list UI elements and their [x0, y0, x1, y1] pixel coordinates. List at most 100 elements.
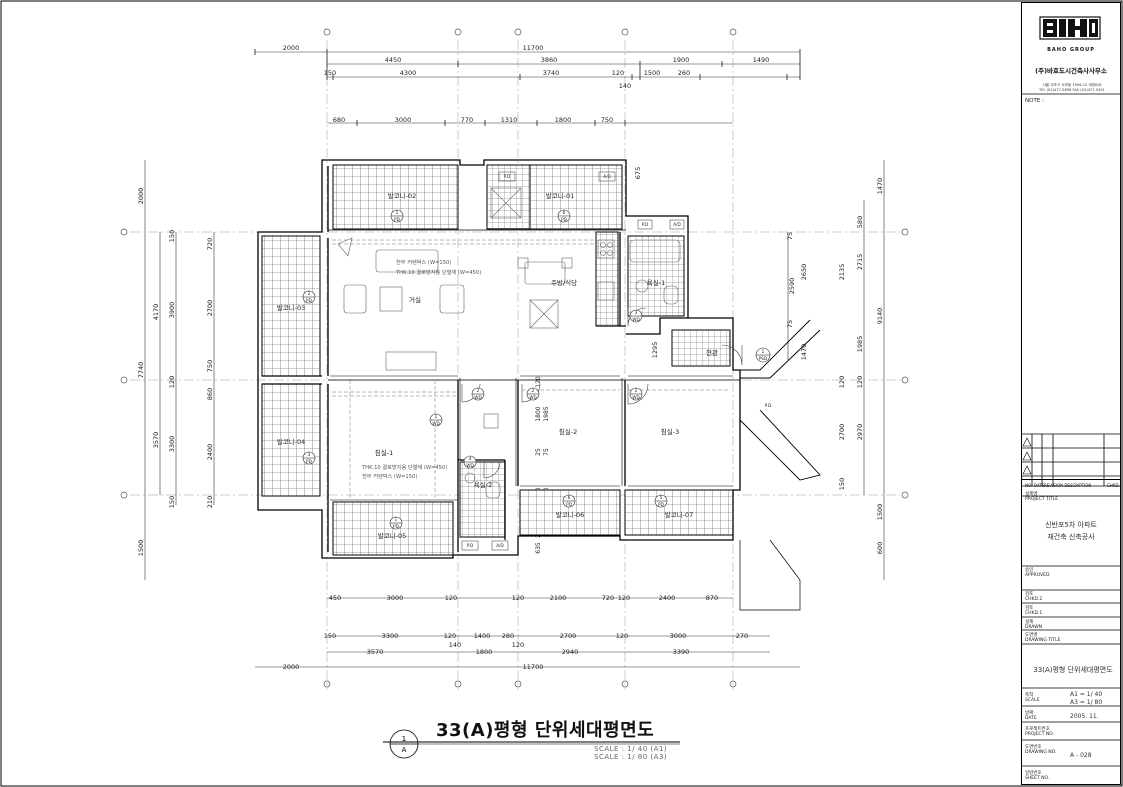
project-label-en: PROJECT TITLE [1025, 497, 1059, 502]
balcony-03-area [261, 235, 321, 377]
scale-label-kr: 축척 [1025, 693, 1034, 698]
room-balcony-07: 발코니-07 [665, 510, 694, 519]
dining-chair [561, 257, 573, 269]
dim-top-row2: 1900 [673, 56, 690, 64]
tag-code: WD [529, 395, 536, 400]
projno-label-en: PROJECT NO. [1025, 732, 1055, 737]
dim-right-mid: 2715 [856, 254, 864, 271]
dim-bottom-row2: 3300 [382, 632, 399, 640]
sink [635, 279, 649, 293]
dim-right-inner: 1470 [800, 344, 808, 361]
balcony-07-area [624, 489, 734, 536]
dim-bottom-row2-sub: 120 [512, 641, 524, 649]
dim-top-row3: 150 [324, 69, 336, 77]
dim-bottom-ext: 2000 [283, 663, 300, 671]
dim-left-inner1: 120 [168, 376, 176, 388]
tag-number: 2 [477, 388, 480, 393]
dim-left-inner1: 3900 [168, 302, 176, 319]
dim-top-row4: 680 [333, 116, 345, 124]
wd-tag-bed-3 [629, 387, 643, 401]
tag-code: PSD [759, 356, 767, 361]
balconies [261, 164, 734, 556]
room-balcony-01: 발코니-01 [546, 191, 575, 200]
pd-tag-balcony-04 [302, 451, 316, 465]
dim-left-inner1: 150 [168, 496, 176, 508]
room-bed-3: 침실-3 [661, 427, 679, 436]
drawn-label-en: DRAWN [1025, 625, 1043, 630]
note-insulation-2: THK.10 결로방지용 단열재 (W=450) [361, 463, 447, 471]
dim-left-inner1: 150 [168, 230, 176, 242]
wd-tag-hall [471, 387, 485, 401]
tag-pd-small: P.D [642, 222, 648, 227]
dining-chair [517, 257, 529, 269]
date-value: 2005. 11. [1070, 713, 1099, 720]
dim-right-small: 1295 [651, 342, 659, 359]
right-dimensions [787, 160, 885, 580]
room-entrance: 현관 [706, 348, 718, 357]
dim-left-outer: 1500 [137, 540, 145, 557]
top-dimension-labels: 2000 11700 4450 3860 1900 1490 150 4300 … [283, 44, 770, 124]
note-curtain-box-1: 천부 커텐박스 (W=150) [396, 258, 451, 266]
dim-left-mid: 4170 [152, 304, 160, 321]
view-marker-text: 1 A [402, 735, 407, 754]
dim-left-inner2: 2400 [206, 444, 214, 461]
wd-tag-bed-1 [429, 413, 443, 427]
project-name-1: 신반포5차 아파트 [1045, 521, 1097, 529]
dim-left-mid: 3570 [152, 432, 160, 449]
dim-bottom-row1: 120 [445, 594, 457, 602]
pd-tag-balcony-03 [302, 290, 316, 304]
dim-left-inner2: 210 [206, 496, 214, 508]
dim-right-small: 2590 [788, 278, 796, 295]
dim-right-small: 75 [786, 232, 794, 240]
chkd2-label-en: CHKD.2 [1025, 597, 1043, 602]
dim-bottom-row1: 2400 [659, 594, 676, 602]
projno-label-kr: 프로젝트번호 [1025, 727, 1050, 732]
dim-top-overall: 11700 [523, 44, 544, 52]
sheet-label-en: SHEET NO. [1025, 776, 1050, 781]
dim-bottom-row2: 3000 [670, 632, 687, 640]
logo-text: BAHO GROUP [1047, 47, 1095, 53]
dim-right-inner: 2700 [838, 424, 846, 441]
tag-number: 1 [435, 414, 438, 419]
tag-code: PD [561, 217, 567, 222]
dim-top-row3: 3740 [543, 69, 560, 77]
dim-left-outer: 7740 [137, 362, 145, 379]
room-labels: 발코니-02 발코니-01 발코니-03 발코니-04 발코니-05 발코니-0… [277, 191, 718, 540]
room-balcony-06: 발코니-06 [556, 510, 585, 519]
tag-number: 1 [396, 210, 399, 215]
dim-left-inner2: 750 [206, 360, 214, 372]
coffee-table [379, 286, 403, 312]
dim-right-mid: 1985 [856, 336, 864, 353]
sofa-right [439, 284, 465, 314]
room-bed-1: 침실-1 [375, 448, 393, 457]
dim-bottom-row3: 1800 [476, 648, 493, 656]
firm-address-1: 서울 서초구 서초동 1906-12 세정B/D [1042, 83, 1102, 87]
bottom-dimension-labels: 450 3000 120 120 2100 720 120 2400 870 1… [283, 594, 748, 671]
dim-bottom-row2-sub: 140 [449, 641, 461, 649]
room-living: 거실 [409, 295, 421, 304]
dwgno-value: A - 028 [1070, 752, 1092, 759]
dim-right-mid: 580 [856, 216, 864, 228]
dim-bottom-row2: 280 [502, 632, 514, 640]
bath-1-floor [627, 235, 685, 317]
date-label-kr: 날짜 [1025, 711, 1034, 716]
tag-number: 6 [568, 495, 571, 500]
dim-interior: 25 [535, 448, 542, 456]
dim-bottom-row1: 120 [618, 594, 630, 602]
room-balcony-05: 발코니-05 [378, 531, 407, 540]
room-kitchen: 주방/식당 [551, 278, 577, 287]
dim-top-row4: 770 [461, 116, 473, 124]
ceiling-dashed-lines [332, 239, 730, 500]
grid-lines [130, 40, 900, 690]
sheet-label-kr: 일련번호 [1025, 771, 1042, 776]
note-label: NOTE : [1025, 98, 1044, 104]
view-marker-number: 1 [402, 735, 406, 743]
dim-bottom-row1: 450 [329, 594, 341, 602]
dim-top-row3: 120 [612, 69, 624, 77]
room-bed-2: 침실-2 [559, 427, 577, 436]
firm-logo [1039, 16, 1101, 40]
bath-2-floor [459, 461, 506, 538]
furniture [337, 187, 681, 499]
dim-bottom-row3: 3390 [673, 648, 690, 656]
grid-marks [120, 28, 909, 688]
